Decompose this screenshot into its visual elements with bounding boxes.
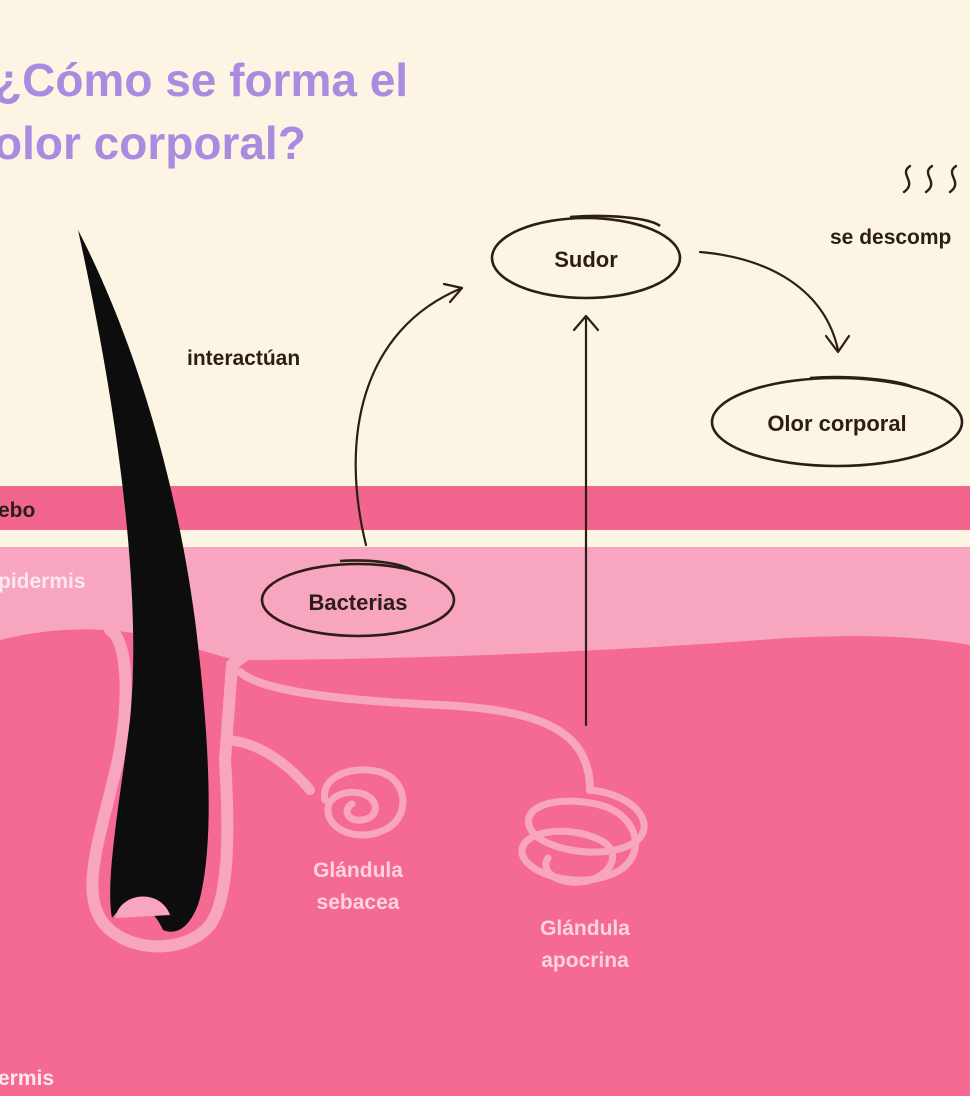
sudor-label: Sudor bbox=[554, 247, 618, 272]
hair-papilla bbox=[115, 896, 170, 918]
apocrine-duct bbox=[236, 668, 594, 794]
sebaceous-gland bbox=[321, 766, 407, 839]
dermis-label: ermis bbox=[0, 1067, 54, 1090]
sebaceous-duct bbox=[223, 735, 315, 795]
glandula-apocrina-label-line-1: Glándula bbox=[540, 917, 630, 940]
glandula-sebacea-label-line-1: Glándula bbox=[313, 859, 403, 882]
arrow-bacterias-to-sudor bbox=[354, 286, 464, 547]
glandula-apocrina-label-line-2: apocrina bbox=[541, 949, 629, 972]
olor-node-sketch bbox=[809, 375, 916, 390]
glandula-sebacea-label-line-2: sebacea bbox=[317, 891, 400, 914]
se-descompone-label: se descomp bbox=[830, 226, 951, 249]
bacterias-label: Bacterias bbox=[308, 590, 407, 615]
bacterias-node bbox=[260, 562, 456, 638]
epidermis-label: pidermis bbox=[0, 570, 86, 593]
arrow-head-sudor-to-olor bbox=[824, 334, 851, 354]
bacterias-node-sketch bbox=[339, 559, 413, 572]
title-line-2: olor corporal? bbox=[0, 117, 306, 169]
apocrine-gland bbox=[518, 786, 648, 886]
arrow-sudor-to-olor bbox=[698, 250, 840, 352]
interactuan-label: interactúan bbox=[187, 347, 300, 370]
olor-corporal-label: Olor corporal bbox=[767, 411, 906, 436]
sudor-node bbox=[490, 216, 682, 300]
smell-icon bbox=[902, 164, 958, 194]
arrow-head-bacterias-to-sudor bbox=[442, 282, 464, 304]
title-line-1: ¿Cómo se forma el bbox=[0, 54, 408, 106]
hair-shaft bbox=[78, 230, 209, 932]
hair-follicle bbox=[86, 624, 251, 953]
sebo-label: ebo bbox=[0, 499, 35, 522]
arrow-head-gland-to-sudor bbox=[572, 314, 600, 332]
sudor-node-sketch bbox=[569, 214, 661, 228]
